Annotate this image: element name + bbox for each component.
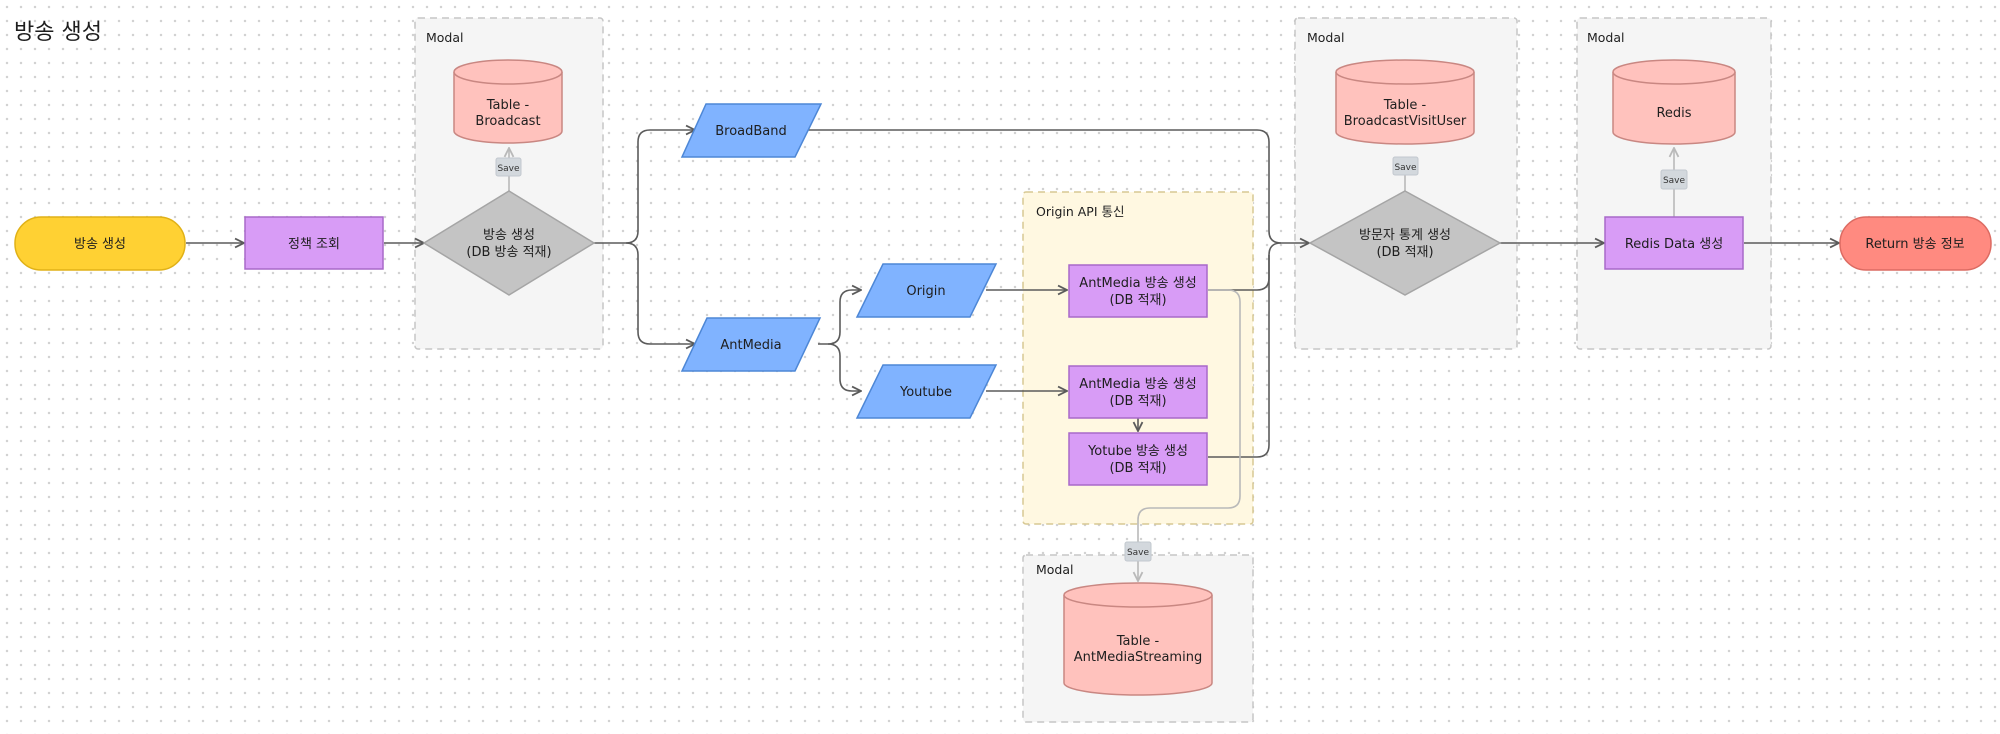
svg-text:Save: Save xyxy=(1663,176,1686,186)
edge-broadband-visit xyxy=(808,129,1309,243)
edge-amcreate-table-streaming xyxy=(1138,289,1241,581)
svg-text:(DB 적재): (DB 적재) xyxy=(1109,461,1166,476)
node-label: Youtube xyxy=(899,385,952,400)
edge-decision-antmedia xyxy=(625,242,695,344)
antmedia-create-process[interactable]: AntMedia 방송 생성 (DB 적재) xyxy=(1068,365,1208,419)
redis-data-create-process[interactable]: Redis Data 생성 xyxy=(1604,216,1744,270)
svg-text:(DB 적재): (DB 적재) xyxy=(1376,245,1433,260)
save-badge: Save xyxy=(1660,169,1688,190)
decision-visit-stats[interactable]: 방문자 통계 생성 (DB 적재) xyxy=(1308,190,1502,296)
svg-text:(DB 적재): (DB 적재) xyxy=(1109,394,1166,409)
edge-decision-broadband xyxy=(594,130,695,244)
group-label: Modal xyxy=(1036,562,1074,577)
node-label: Redis Data 생성 xyxy=(1625,237,1723,252)
policy-lookup-process[interactable]: 정책 조회 xyxy=(244,216,384,270)
youtube-io[interactable]: Youtube xyxy=(855,364,998,419)
edge-ytcreate-visit xyxy=(1208,255,1270,458)
svg-text:(DB 방송 적재): (DB 방송 적재) xyxy=(466,245,551,260)
save-badge: Save xyxy=(495,157,522,177)
svg-text:AntMedia 방송 생성: AntMedia 방송 생성 xyxy=(1079,377,1196,392)
svg-text:(DB 적재): (DB 적재) xyxy=(1109,293,1166,308)
save-badge: Save xyxy=(1124,541,1152,562)
node-label: 정책 조회 xyxy=(288,237,340,252)
svg-text:Save: Save xyxy=(1394,163,1417,173)
node-label: Return 방송 정보 xyxy=(1865,237,1964,252)
node-label: BroadBand xyxy=(715,124,787,139)
page-title: 방송 생성 xyxy=(14,20,102,45)
svg-text:방송 생성: 방송 생성 xyxy=(483,228,535,243)
origin-io[interactable]: Origin xyxy=(855,263,998,318)
svg-text:Broadcast: Broadcast xyxy=(475,114,540,129)
table-broadcast-database[interactable]: Table - Broadcast xyxy=(453,59,563,144)
svg-text:방문자 통계 생성: 방문자 통계 생성 xyxy=(1359,228,1451,243)
antmedia-io[interactable]: AntMedia xyxy=(680,317,822,372)
svg-text:Table -: Table - xyxy=(1116,634,1160,649)
group-label: Modal xyxy=(1307,30,1345,45)
svg-text:Table -: Table - xyxy=(1383,98,1427,113)
svg-text:Save: Save xyxy=(1127,548,1150,558)
group-label: Modal xyxy=(426,30,464,45)
broadband-io[interactable]: BroadBand xyxy=(680,103,823,158)
svg-text:Save: Save xyxy=(497,164,520,174)
table-antmediastreaming-database[interactable]: Table - AntMediaStreaming xyxy=(1063,582,1213,696)
svg-text:AntMedia 방송 생성: AntMedia 방송 생성 xyxy=(1079,276,1196,291)
save-badge: Save xyxy=(1392,156,1419,176)
svg-text:AntMediaStreaming: AntMediaStreaming xyxy=(1074,650,1202,665)
redis-database[interactable]: Redis xyxy=(1612,59,1736,145)
decision-create-broadcast[interactable]: 방송 생성 (DB 방송 적재) xyxy=(422,190,596,296)
node-label: 방송 생성 xyxy=(74,237,126,252)
svg-text:Yotube 방송 생성: Yotube 방송 생성 xyxy=(1087,444,1188,459)
group-label: Modal xyxy=(1587,30,1625,45)
antmedia-create-process[interactable]: AntMedia 방송 생성 (DB 적재) xyxy=(1068,264,1208,318)
table-broadcastvisituser-database[interactable]: Table - BroadcastVisitUser xyxy=(1335,59,1475,145)
edge-antmedia-origin xyxy=(818,290,861,345)
node-label: AntMedia xyxy=(720,338,781,353)
svg-text:BroadcastVisitUser: BroadcastVisitUser xyxy=(1344,114,1467,129)
svg-text:Table -: Table - xyxy=(486,98,530,113)
youtube-create-process[interactable]: Yotube 방송 생성 (DB 적재) xyxy=(1068,432,1208,486)
edge-antmedia-youtube xyxy=(827,343,861,391)
return-terminal[interactable]: Return 방송 정보 xyxy=(1839,216,1992,271)
node-label: Redis xyxy=(1656,106,1691,121)
group-label: Origin API 통신 xyxy=(1036,204,1125,219)
start-terminal[interactable]: 방송 생성 xyxy=(14,216,186,271)
node-label: Origin xyxy=(906,284,945,299)
